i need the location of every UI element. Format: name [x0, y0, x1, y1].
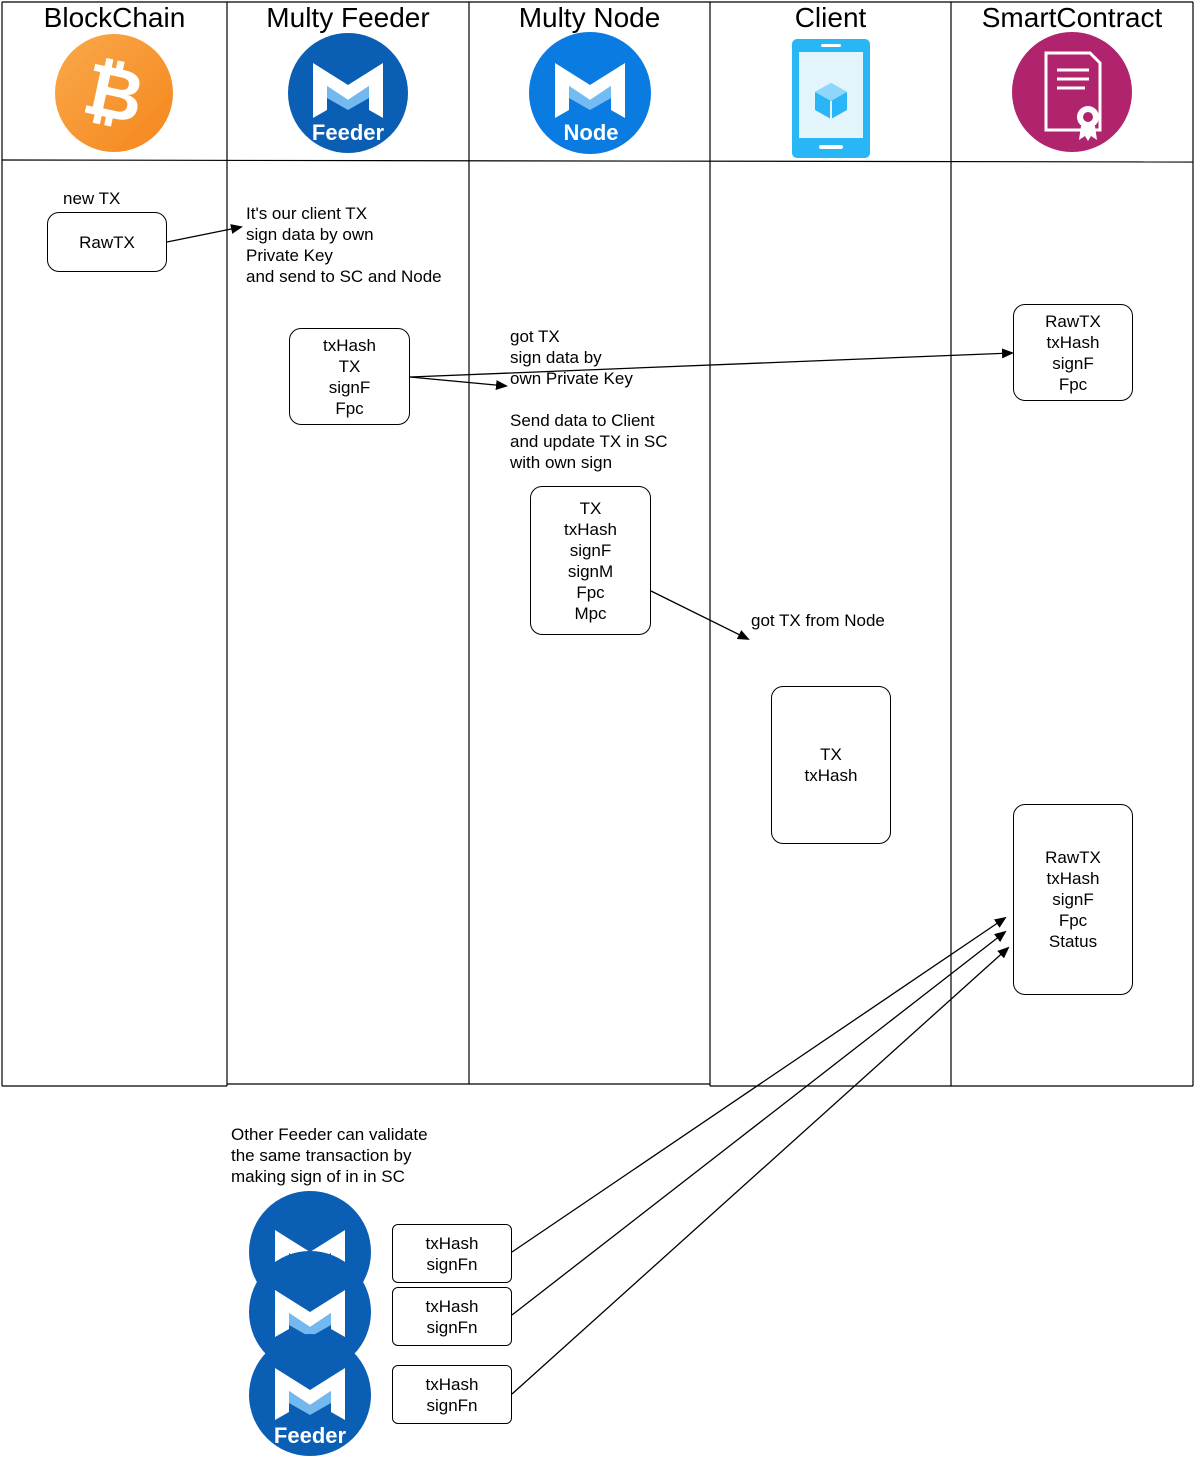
node-send-note: Send data to Client and update TX in SC …	[510, 411, 668, 472]
swimlane-grid	[1, 1, 1194, 1087]
smart-contract-icon	[1012, 32, 1132, 152]
arrow-sign3-to-sc	[511, 946, 1010, 1395]
other-feeder-note: Other Feeder can validate the same trans…	[231, 1125, 428, 1186]
multy-node-icon: Node	[529, 32, 651, 154]
lane-title-smart-contract: SmartContract	[981, 2, 1163, 33]
feeder-note: It's our client TX sign data by own Priv…	[246, 204, 442, 286]
bitcoin-icon: ₿	[55, 34, 173, 152]
svg-text:Node: Node	[564, 120, 619, 145]
other-feeder-icon: Feeder	[249, 1334, 371, 1456]
lane-title-client: Client	[794, 2, 867, 33]
lane-title-blockchain: BlockChain	[43, 2, 186, 33]
node-got-note: got TX sign data by own Private Key	[510, 327, 633, 388]
flow-arrows	[166, 224, 1014, 1395]
arrow-node-to-client	[650, 590, 750, 640]
mobile-client-icon	[792, 39, 870, 158]
sign-box: txHash signFn	[392, 1287, 512, 1346]
sign-box: txHash signFn	[392, 1365, 512, 1424]
node-tx-box: TX txHash signF signM Fpc Mpc	[530, 486, 651, 635]
client-got-note: got TX from Node	[751, 611, 885, 630]
feeder-tx-box: txHash TX signF Fpc	[289, 328, 410, 425]
sc-record-box: RawTX txHash signF Fpc	[1013, 304, 1133, 401]
sign-box: txHash signFn	[392, 1224, 512, 1283]
arrow-sign2-to-sc	[511, 930, 1007, 1316]
new-tx-label: new TX	[63, 189, 121, 208]
client-tx-box: TX txHash	[771, 686, 891, 844]
rawtx-box: RawTX	[47, 212, 167, 272]
svg-text:Feeder: Feeder	[312, 120, 385, 145]
arrow-sign1-to-sc	[511, 916, 1007, 1253]
lane-title-node: Multy Node	[518, 2, 661, 33]
svg-text:Feeder: Feeder	[274, 1423, 347, 1448]
multy-feeder-icon: Feeder	[288, 33, 408, 153]
sc-status-box: RawTX txHash signF Fpc Status	[1013, 804, 1133, 995]
arrow-feeder-to-node	[409, 376, 508, 391]
arrow-feeder-to-sc	[409, 348, 1014, 378]
lane-title-feeder: Multy Feeder	[266, 2, 430, 33]
arrow-rawtx-to-feeder	[166, 224, 243, 243]
